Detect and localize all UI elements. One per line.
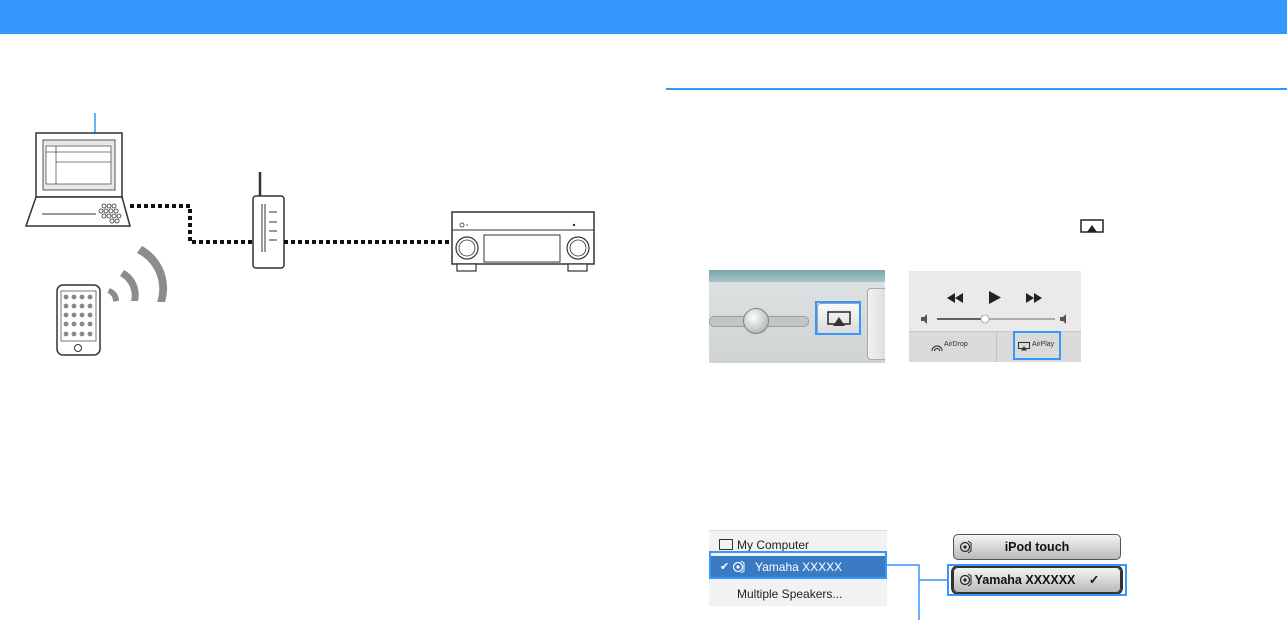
menu-item-multiple-speakers[interactable]: Multiple Speakers... — [737, 587, 843, 601]
checkmark-icon: ✓ — [1088, 573, 1100, 587]
highlight-box — [1013, 331, 1061, 360]
header-bar — [0, 0, 1287, 34]
airplay-icon — [1080, 219, 1104, 233]
callout-connector — [887, 564, 947, 620]
fast-forward-icon[interactable] — [1026, 293, 1042, 303]
airplay-button[interactable] — [817, 303, 861, 335]
airdrop-icon — [931, 345, 943, 352]
smartphone-icon — [56, 284, 101, 356]
rewind-icon[interactable] — [947, 293, 963, 303]
volume-knob[interactable] — [743, 308, 769, 334]
airplay-icon — [827, 311, 851, 326]
av-receiver-icon — [451, 211, 595, 272]
highlight-box — [947, 564, 1127, 596]
airplay-icon — [1018, 342, 1030, 351]
ios-item-yamaha[interactable]: Yamaha XXXXXX ✓ — [953, 567, 1121, 593]
laptop-icon — [24, 132, 131, 227]
wired-connection-1 — [130, 204, 253, 244]
network-diagram — [24, 113, 595, 356]
highlight-box — [815, 301, 861, 335]
menu-item-yamaha[interactable]: ✔ Yamaha XXXXX — [709, 556, 887, 578]
router-icon — [252, 172, 285, 269]
itunes-airplay-screenshot — [709, 270, 885, 363]
ios-item-ipod-touch[interactable]: iPod touch — [953, 534, 1121, 560]
airplay-label: AirPlay — [1032, 341, 1055, 348]
computer-checkbox-icon — [719, 539, 733, 550]
airplay-control[interactable]: AirPlay — [1013, 332, 1061, 359]
volume-slider[interactable] — [921, 314, 1073, 326]
speaker-icon — [959, 540, 972, 554]
airdrop-button[interactable]: AirDrop — [944, 341, 968, 348]
itunes-speaker-menu: My Computer ✔ Yamaha XXXXX Multiple Spea… — [709, 530, 887, 606]
checkmark-icon: ✔ — [720, 561, 730, 573]
wifi-waves-icon — [107, 246, 168, 302]
speaker-icon — [732, 560, 745, 574]
section-rule — [666, 88, 1287, 90]
highlight-box — [709, 551, 887, 579]
play-icon[interactable] — [989, 291, 1001, 304]
speaker-icon — [959, 573, 972, 587]
ios-control-center-screenshot: AirDrop AirPlay — [909, 271, 1081, 362]
ios-airplay-list: iPod touch Yamaha XXXXXX ✓ — [950, 531, 1126, 597]
menu-item-my-computer[interactable]: My Computer — [709, 534, 887, 556]
